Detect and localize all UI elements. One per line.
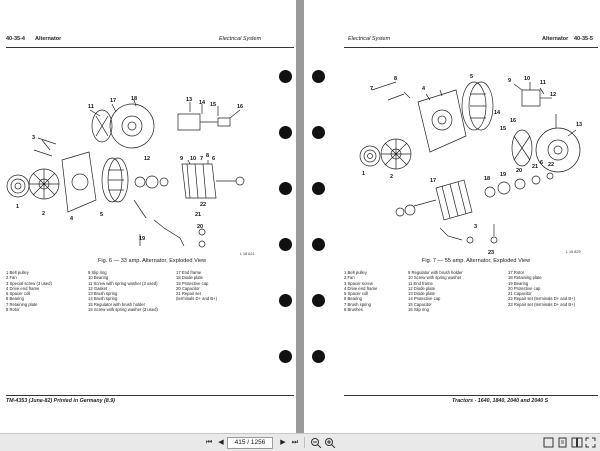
callout: 10 xyxy=(190,156,196,162)
left-page: 40-35-4 Alternator Electrical System xyxy=(0,0,296,433)
binder-hole xyxy=(312,294,325,307)
callout: 13 xyxy=(576,122,582,128)
callout: 1 xyxy=(362,171,365,177)
callout: 17 xyxy=(110,98,116,104)
callout: 19 xyxy=(139,236,145,242)
callout: 20 xyxy=(516,168,522,174)
callout: 17 xyxy=(430,178,436,184)
callout: 12 xyxy=(550,92,556,98)
callout: 19 xyxy=(500,172,506,178)
zoom-out-icon[interactable] xyxy=(310,437,322,448)
fullscreen-icon[interactable] xyxy=(585,437,597,448)
callout: 23 xyxy=(488,250,494,256)
last-page-button[interactable]: ⏭ xyxy=(291,439,299,446)
binder-hole xyxy=(279,126,292,139)
callout: 7 xyxy=(370,86,373,92)
callout: 21 xyxy=(195,212,201,218)
callout: 1 xyxy=(16,204,19,210)
callout: 11 xyxy=(540,80,546,86)
header-title: Alternator xyxy=(542,36,569,42)
callout: 16 xyxy=(510,118,516,124)
callout: 14 xyxy=(494,110,501,116)
header-number: 40-35-4 xyxy=(6,36,25,42)
footer-rule xyxy=(344,395,598,396)
page-number-input[interactable]: 415 / 1256 xyxy=(227,437,273,449)
callout: 4 xyxy=(422,86,426,92)
right-page: Electrical System Alternator 40-35-5 xyxy=(304,0,600,433)
callout: 7 xyxy=(200,156,203,162)
callout: 18 xyxy=(484,176,490,182)
callout: 13 xyxy=(186,97,192,103)
callout: 6 xyxy=(212,156,215,162)
callout: 15 xyxy=(500,126,506,132)
callout: 2 xyxy=(390,174,393,180)
figure-ref: L 16 621 xyxy=(240,252,255,256)
callout: 22 xyxy=(200,202,206,208)
binder-hole xyxy=(279,350,292,363)
callout: 5 xyxy=(100,212,103,218)
callout: 18 xyxy=(131,96,137,102)
alternator-diagram-55amp: 7 8 9 10 11 12 4 5 14 15 16 13 6 2 1 17 … xyxy=(359,74,582,256)
callout: 8 xyxy=(394,76,397,82)
binder-hole xyxy=(279,182,292,195)
figure-ref: L 16 829 xyxy=(566,250,581,254)
callout: 4 xyxy=(70,216,74,222)
footer-rule xyxy=(6,395,294,396)
header-rule xyxy=(344,47,598,48)
callout: 16 xyxy=(237,104,243,110)
viewer-toolbar: ⏮ ◀ 415 / 1256 ▶ ⏭ xyxy=(0,433,600,451)
first-page-button[interactable]: ⏮ xyxy=(205,439,213,446)
binder-hole xyxy=(312,350,325,363)
header-title: Alternator xyxy=(35,36,62,42)
callout: 2 xyxy=(42,211,45,217)
header-section: Electrical System xyxy=(348,36,391,42)
binder-hole xyxy=(279,294,292,307)
binder-hole xyxy=(312,182,325,195)
callout: 5 xyxy=(470,74,473,80)
figure-caption: Fig. 6 — 33 amp. Alternator, Exploded Vi… xyxy=(98,258,207,264)
fit-page-icon[interactable] xyxy=(543,437,555,448)
binder-hole xyxy=(312,126,325,139)
callout: 20 xyxy=(197,224,203,230)
header-rule xyxy=(6,47,294,48)
header-number: 40-35-5 xyxy=(574,36,593,42)
callout: 21 xyxy=(532,164,538,170)
binder-hole xyxy=(279,70,292,83)
callout: 22 xyxy=(548,162,554,168)
callout: 6 xyxy=(540,160,543,166)
header-section: Electrical System xyxy=(219,36,262,42)
next-page-button[interactable]: ▶ xyxy=(280,439,286,446)
callout: 3 xyxy=(32,135,35,141)
callout: 10 xyxy=(524,76,530,82)
zoom-in-icon[interactable] xyxy=(324,437,336,448)
binder-hole xyxy=(312,238,325,251)
footer-left: TM-4353 (June-82) Printed in Germany (8.… xyxy=(6,398,115,404)
single-page-icon[interactable] xyxy=(557,437,569,448)
two-page-icon[interactable] xyxy=(571,437,583,448)
callout: 14 xyxy=(199,100,206,106)
callout: 9 xyxy=(508,78,511,84)
callout: 12 xyxy=(144,156,150,162)
binder-hole xyxy=(312,70,325,83)
callout: 9 xyxy=(180,156,183,162)
callout: 11 xyxy=(88,104,94,110)
previous-page-button[interactable]: ◀ xyxy=(218,439,224,446)
alternator-diagram-33amp: 11 17 18 13 14 15 16 3 12 9 10 7 6 8 2 1… xyxy=(6,96,245,248)
footer-right: Tractors - 1640, 1840, 2040 and 2040 S xyxy=(452,398,549,404)
binder-hole xyxy=(279,238,292,251)
callout: 8 xyxy=(206,153,209,159)
callout: 15 xyxy=(210,102,216,108)
toolbar-separator xyxy=(304,437,305,448)
callout: 3 xyxy=(474,224,477,230)
figure-caption: Fig. 7 — 55 amp. Alternator, Exploded Vi… xyxy=(422,258,531,264)
